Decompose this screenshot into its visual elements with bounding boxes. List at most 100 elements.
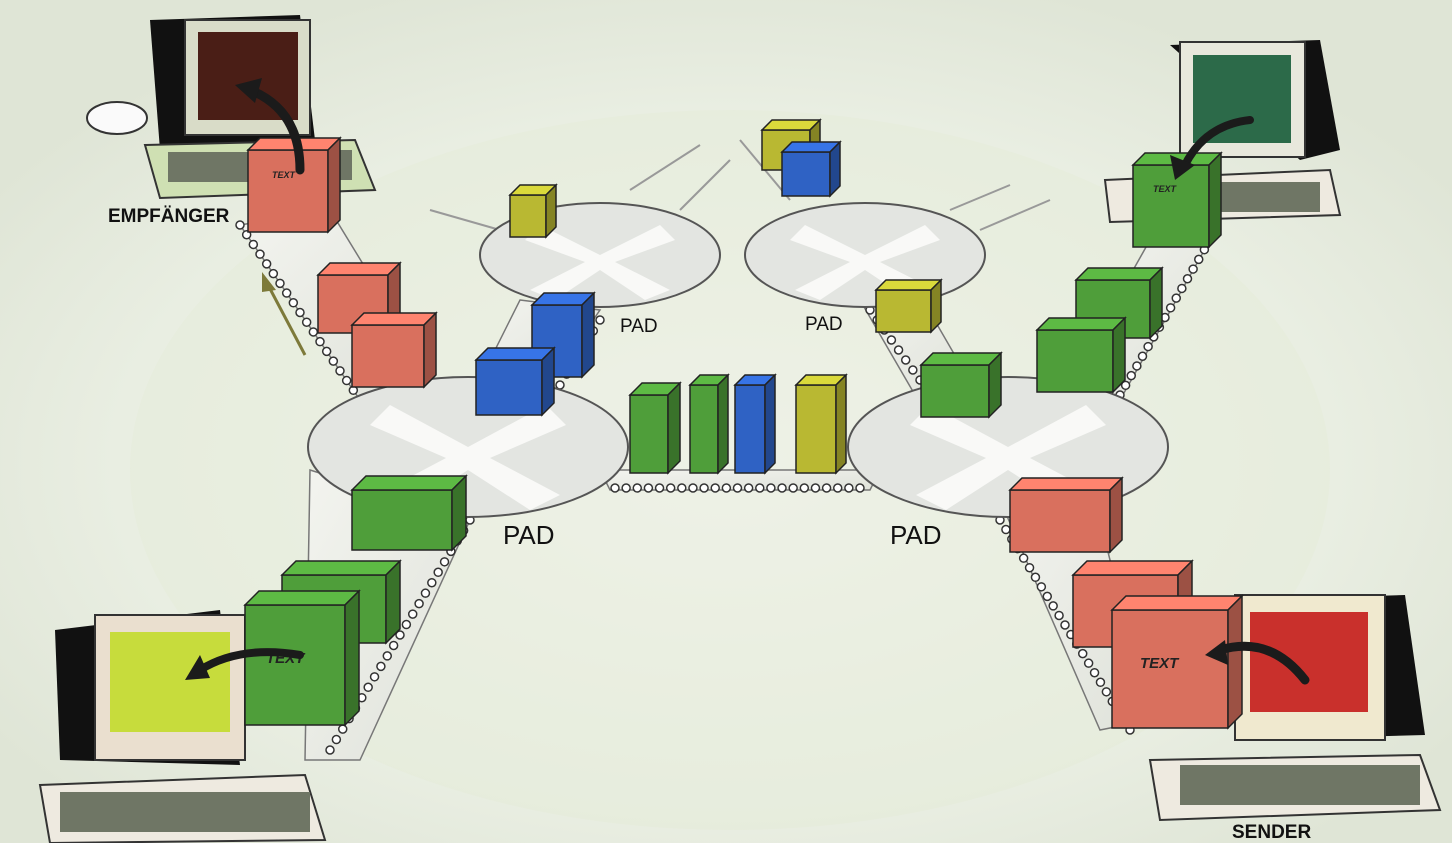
roller-dot bbox=[341, 375, 352, 386]
roller-dot bbox=[710, 483, 720, 493]
roller-dot bbox=[401, 619, 412, 630]
roller-dot bbox=[1143, 341, 1153, 352]
roller-dot bbox=[1137, 351, 1148, 361]
roller-dot bbox=[248, 239, 259, 250]
roller-dot bbox=[1194, 254, 1204, 265]
belt-rollers bbox=[235, 220, 1215, 755]
sender-label: SENDER bbox=[1232, 822, 1311, 843]
roller-dot bbox=[788, 483, 798, 493]
packet-icon bbox=[1035, 316, 1127, 394]
roller-dot bbox=[1171, 293, 1181, 303]
roller-dot bbox=[335, 366, 345, 376]
roller-dot bbox=[1048, 601, 1058, 611]
roller-dot bbox=[1120, 380, 1131, 391]
direction-arrow-icon bbox=[262, 272, 307, 356]
pad-label-large-right: PAD bbox=[890, 520, 942, 550]
packet-icon bbox=[350, 474, 468, 552]
roller-dot bbox=[1054, 610, 1064, 621]
roller-dot bbox=[654, 483, 665, 493]
roller-dot bbox=[388, 640, 399, 651]
roller-dot bbox=[1042, 591, 1053, 602]
roller-dot bbox=[331, 734, 342, 745]
link-line bbox=[679, 159, 731, 211]
roller-dot bbox=[643, 483, 654, 493]
packet-icon bbox=[1110, 594, 1244, 730]
roller-dot bbox=[369, 672, 380, 682]
packet-icon bbox=[688, 373, 730, 475]
packet-icon bbox=[243, 589, 361, 727]
roller-dot bbox=[1024, 562, 1035, 573]
roller-dot bbox=[268, 268, 279, 279]
roller-dot bbox=[1001, 524, 1011, 535]
packet-icon bbox=[874, 278, 943, 334]
roller-dot bbox=[1188, 264, 1198, 274]
roller-dot bbox=[610, 483, 620, 493]
roller-dot bbox=[395, 630, 405, 640]
roller-dot bbox=[328, 356, 339, 366]
packet-icon bbox=[780, 140, 842, 198]
roller-dot bbox=[1030, 572, 1041, 583]
roller-dot bbox=[288, 298, 299, 308]
packet-icon bbox=[350, 311, 438, 389]
roller-dot bbox=[1177, 283, 1187, 294]
roller-dot bbox=[427, 577, 437, 588]
roller-dot bbox=[799, 483, 810, 493]
roller-dot bbox=[301, 317, 312, 327]
packet-icon bbox=[1008, 476, 1124, 554]
roller-dot bbox=[665, 483, 676, 493]
roller-dot bbox=[363, 682, 373, 693]
roller-dot bbox=[886, 335, 897, 345]
roller-dot bbox=[235, 220, 245, 230]
roller-dot bbox=[420, 588, 431, 598]
roller-dot bbox=[295, 307, 305, 318]
roller-dot bbox=[844, 483, 854, 493]
link-line bbox=[429, 209, 501, 231]
link-line bbox=[629, 144, 701, 191]
roller-dot bbox=[1182, 274, 1193, 284]
roller-dot bbox=[766, 483, 776, 493]
roller-dot bbox=[382, 651, 393, 661]
pad-node-small-right bbox=[744, 202, 986, 308]
packet-icon bbox=[794, 373, 848, 475]
roller-dot bbox=[743, 483, 754, 493]
pad-label-small-left: PAD bbox=[620, 316, 658, 337]
roller-dot bbox=[699, 483, 709, 493]
roller-dot bbox=[325, 745, 335, 755]
packet-icon bbox=[733, 373, 777, 475]
roller-dot bbox=[1101, 687, 1112, 697]
roller-dot bbox=[810, 483, 821, 493]
roller-dot bbox=[755, 483, 765, 493]
roller-dot bbox=[855, 483, 865, 493]
packet-icon bbox=[1131, 151, 1223, 249]
roller-dot bbox=[376, 661, 386, 672]
roller-dot bbox=[677, 483, 687, 493]
packet-icon bbox=[628, 381, 682, 475]
packet-icon bbox=[474, 346, 556, 417]
roller-dot bbox=[732, 483, 743, 493]
roller-dot bbox=[275, 278, 285, 289]
roller-dot bbox=[1060, 620, 1070, 630]
roller-dot bbox=[721, 483, 732, 493]
pad-label-small-right: PAD bbox=[805, 314, 843, 335]
roller-dot bbox=[688, 483, 698, 493]
roller-dot bbox=[407, 609, 418, 619]
roller-dot bbox=[439, 557, 450, 567]
roller-dot bbox=[1095, 677, 1106, 688]
text-tag-receiver: TEXT bbox=[272, 170, 297, 180]
packet-icon bbox=[246, 136, 342, 234]
roller-dot bbox=[315, 336, 325, 347]
roller-dot bbox=[893, 345, 904, 355]
roller-dot bbox=[908, 365, 918, 375]
roller-dot bbox=[621, 483, 631, 493]
link-line bbox=[949, 184, 1011, 211]
computer-terminal-icon bbox=[1148, 594, 1442, 822]
roller-dot bbox=[1132, 361, 1142, 371]
arrow-icon bbox=[185, 648, 304, 680]
roller-dot bbox=[900, 355, 911, 365]
roller-dot bbox=[1018, 553, 1029, 563]
roller-dot bbox=[321, 346, 332, 357]
pad-label-large-left: PAD bbox=[503, 520, 555, 550]
roller-dot bbox=[1083, 658, 1094, 668]
arrow-icon bbox=[235, 78, 305, 175]
